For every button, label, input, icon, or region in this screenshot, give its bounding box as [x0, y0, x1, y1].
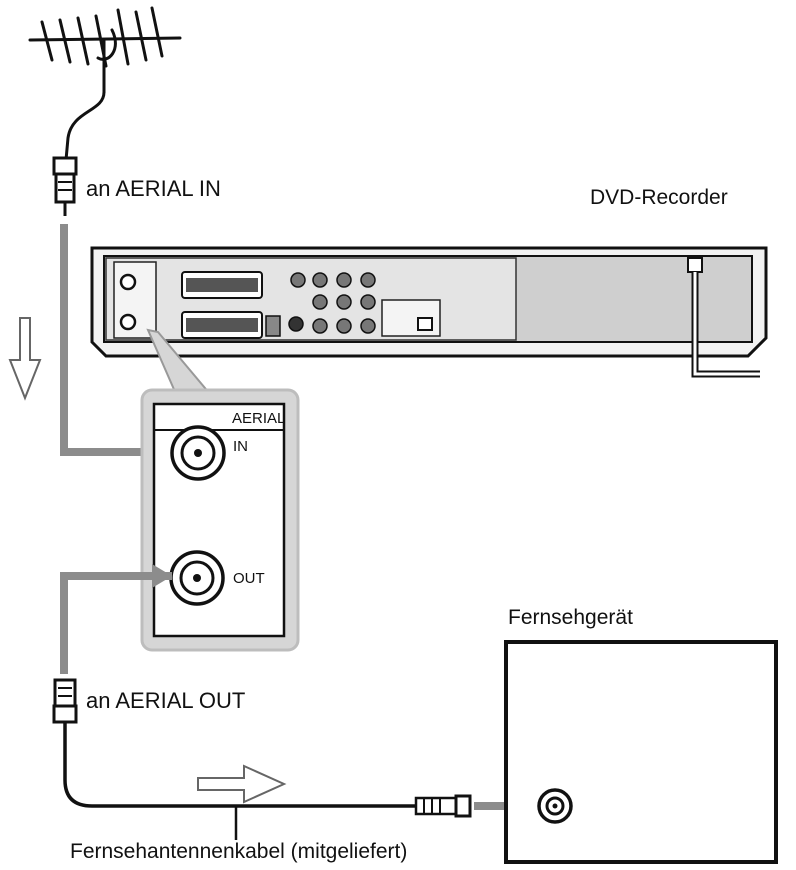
label-aerial-out-plug: an AERIAL OUT	[86, 688, 246, 713]
aerial-panel	[140, 388, 300, 652]
antenna	[28, 6, 182, 162]
aerial-out-plug	[52, 678, 78, 724]
antenna-cable	[63, 722, 418, 808]
direction-arrow-right	[197, 764, 287, 804]
signal-path-out	[60, 564, 172, 674]
aerial-in-plug	[52, 156, 78, 216]
dvd-recorder	[90, 246, 768, 378]
label-jack-in: IN	[233, 438, 248, 455]
direction-arrow-down	[8, 317, 42, 401]
label-aerial-panel: AERIAL	[232, 410, 286, 427]
tv-plug	[414, 794, 472, 818]
label-jack-out: OUT	[233, 570, 265, 587]
label-aerial-in-plug: an AERIAL IN	[86, 176, 221, 201]
label-antenna-cable: Fernsehantennenkabel (mitgeliefert)	[70, 840, 408, 863]
label-tv: Fernsehgerät	[508, 606, 633, 629]
label-dvd-recorder: DVD-Recorder	[590, 186, 728, 209]
tv-set	[504, 640, 778, 864]
